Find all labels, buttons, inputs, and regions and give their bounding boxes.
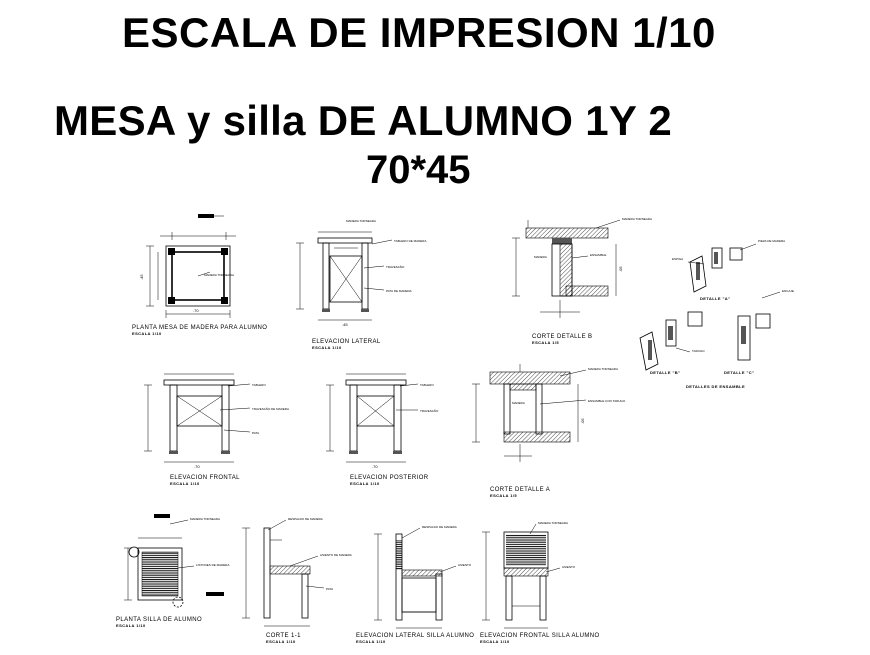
svg-text:.45: .45 [139,274,144,280]
svg-text:MADERA TORNEADA: MADERA TORNEADA [346,219,376,223]
svg-text:.05: .05 [618,266,623,272]
caption-elevacion-frontal-silla: ELEVACION FRONTAL SILLA ALUMNO [480,633,600,639]
view-corte-detalle-b: MADERA TORNEADA ENSAMBLE MADERA .05 CORT… [512,217,652,345]
svg-text:TRAVESAÑO: TRAVESAÑO [386,264,405,269]
svg-text:RESPALDO DE MADERA: RESPALDO DE MADERA [288,517,323,521]
caption-corte-detalle-a: CORTE DETALLE A [490,487,550,493]
scale-elevacion-frontal-silla: ESCALA 1/10 [480,639,510,644]
scale-elevacion-lateral: ESCALA 1/10 [312,345,342,350]
svg-text:RESPALDO DE MADERA: RESPALDO DE MADERA [422,525,457,529]
scale-elevacion-lateral-silla: ESCALA 1/10 [356,639,386,644]
view-detalles-ensamble: ESPIGA PIEZA DE MADERA DETALLE "A" TARUG… [639,239,794,389]
caption-detalle-c: DETALLE "C" [724,370,754,375]
caption-corte-silla: CORTE 1-1 [266,633,301,639]
svg-text:MADERA: MADERA [534,255,547,259]
svg-text:PATA DE MADERA: PATA DE MADERA [386,289,412,293]
scale-elevacion-frontal: ESCALA 1/10 [170,481,200,486]
title-subject: MESA y silla DE ALUMNO 1Y 2 [54,97,673,144]
svg-text:.70: .70 [193,308,199,313]
view-elevacion-lateral: TABLERO DE MADERA TRAVESAÑO PATA DE MADE… [296,219,426,350]
caption-planta-mesa: PLANTA MESA DE MADERA PARA ALUMNO [132,325,267,331]
scale-corte-silla: ESCALA 1/10 [266,639,296,644]
svg-text:ASIENTO: ASIENTO [458,563,472,567]
svg-text:.70: .70 [372,464,378,469]
svg-text:PATA: PATA [326,587,333,591]
caption-elevacion-posterior: ELEVACION POSTERIOR [350,475,429,481]
caption-elevacion-lateral: ELEVACION LATERAL [312,339,381,345]
view-planta-mesa: MADERA TORNEADA .70 .45 PLANTA MESA DE M… [132,214,267,336]
view-planta-silla: MADERA TORNEADA LISTONES DE MADERA PLANT… [116,514,229,628]
svg-text:MADERA: MADERA [512,401,525,405]
title-dimensions: 70*45 [366,148,471,192]
view-elevacion-posterior: TABLERO TRAVESAÑO .70 ELEVACION POSTERIO… [326,373,439,486]
caption-planta-silla: PLANTA SILLA DE ALUMNO [116,617,202,623]
view-elevacion-lateral-silla: RESPALDO DE MADERA ASIENTO ELEVACION LAT… [356,525,474,644]
view-corte-detalle-a: MADERA TORNEADA ENSAMBLE CON TARUGO MADE… [472,364,626,498]
scale-planta-mesa: ESCALA 1/10 [132,331,162,336]
svg-text:ASIENTO DE MADERA: ASIENTO DE MADERA [320,553,352,557]
svg-text:.70: .70 [194,464,200,469]
scale-corte-detalle-b: ESCALA 1/5 [532,340,559,345]
scale-elevacion-posterior: ESCALA 1/10 [350,481,380,486]
svg-text:TABLERO: TABLERO [420,383,434,387]
caption-corte-detalle-b: CORTE DETALLE B [532,334,592,340]
view-corte-silla: RESPALDO DE MADERA ASIENTO DE MADERA PAT… [242,517,352,644]
view-elevacion-frontal: TABLERO TRAVESAÑO DE MADERA PATA .70 ELE… [144,373,289,486]
scale-corte-detalle-a: ESCALA 1/5 [490,493,517,498]
svg-text:TABLERO: TABLERO [252,383,266,387]
svg-text:ESPIGA: ESPIGA [672,257,683,261]
caption-elevacion-lateral-silla: ELEVACION LATERAL SILLA ALUMNO [356,633,474,639]
scale-planta-silla: ESCALA 1/10 [116,623,146,628]
svg-text:LISTONES DE MADERA: LISTONES DE MADERA [196,563,229,567]
svg-text:MADERA TORNEADA: MADERA TORNEADA [204,273,234,277]
svg-text:MADERA TORNEADA: MADERA TORNEADA [622,217,652,221]
svg-text:ENCAJE: ENCAJE [782,289,794,293]
svg-text:MADERA TORNEADA: MADERA TORNEADA [538,521,568,525]
svg-text:.45: .45 [342,322,348,327]
svg-text:ENSAMBLE CON TARUGO: ENSAMBLE CON TARUGO [588,399,626,403]
svg-text:TRAVESAÑO: TRAVESAÑO [420,408,439,413]
svg-text:MADERA TORNEADA: MADERA TORNEADA [190,517,220,521]
caption-detalle-a: DETALLE "A" [700,296,730,301]
caption-detalle-b: DETALLE "B" [650,370,680,375]
view-elevacion-frontal-silla: MADERA TORNEADA ASIENTO ELEVACION FRONTA… [480,521,600,644]
caption-detalles-ensamble: DETALLES DE ENSAMBLE [686,384,745,389]
svg-text:ASIENTO: ASIENTO [562,565,576,569]
svg-text:PIEZA DE MADERA: PIEZA DE MADERA [758,239,785,243]
svg-text:PATA: PATA [252,431,259,435]
svg-text:TRAVESAÑO DE MADERA: TRAVESAÑO DE MADERA [252,406,289,411]
svg-text:.05: .05 [580,418,585,424]
svg-text:ENSAMBLE: ENSAMBLE [590,253,606,257]
svg-text:TARUGO: TARUGO [692,349,705,353]
svg-text:TABLERO DE MADERA: TABLERO DE MADERA [394,239,426,243]
caption-elevacion-frontal: ELEVACION FRONTAL [170,475,240,481]
title-scale: ESCALA DE IMPRESION 1/10 [122,9,716,56]
svg-text:MADERA TORNEADA: MADERA TORNEADA [588,367,618,371]
